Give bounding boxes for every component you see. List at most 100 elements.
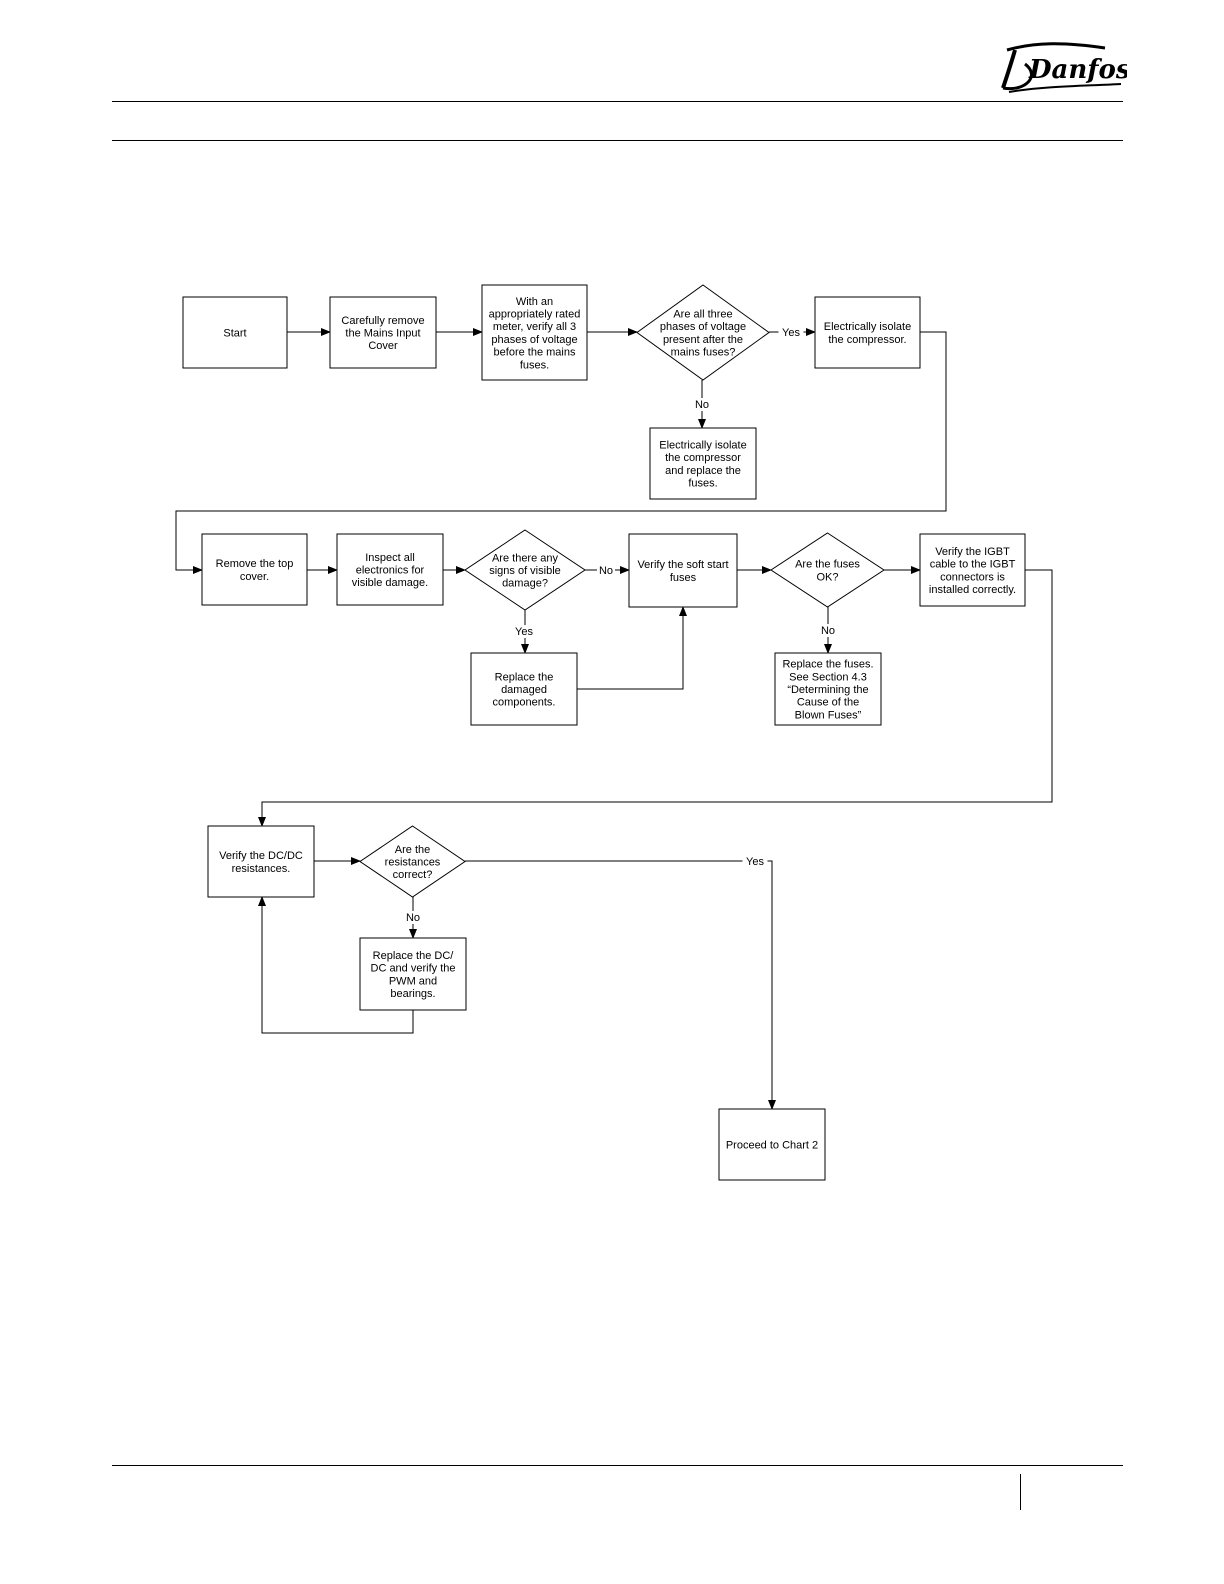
edge-label-yes: Yes bbox=[782, 327, 800, 339]
node-text-line: cover. bbox=[240, 571, 269, 583]
node-text-line: components. bbox=[493, 697, 556, 709]
logo-text: Danfoss bbox=[1028, 55, 1127, 85]
edges-layer bbox=[175, 328, 1053, 1110]
process-box bbox=[919, 533, 1026, 607]
node-text-line: “Determining the bbox=[787, 684, 868, 696]
node-text-line: the compressor. bbox=[828, 334, 906, 346]
decision-shape bbox=[464, 529, 586, 611]
node-text-line: Are there any bbox=[492, 552, 559, 564]
node-text-line: Electrically isolate bbox=[659, 439, 746, 451]
node-text-line: the Mains Input bbox=[345, 328, 420, 340]
edge-label-background bbox=[597, 564, 615, 577]
process-box bbox=[470, 652, 578, 726]
node-text-line: Replace the DC/ bbox=[373, 950, 455, 962]
connector-isolate-1-to-remove-top bbox=[175, 331, 947, 574]
node-text-line: fuses. bbox=[688, 478, 717, 490]
node-text-line: Verify the IGBT bbox=[935, 546, 1010, 558]
process-box bbox=[201, 533, 308, 606]
edge-label-no: No bbox=[406, 912, 420, 924]
node-text-line: correct? bbox=[393, 869, 433, 881]
node-text-line: resistances. bbox=[232, 863, 291, 875]
process-replace-fuses: Replace the fuses.See Section 4.3“Determ… bbox=[774, 652, 882, 726]
node-text-line: Replace the fuses. bbox=[782, 659, 873, 671]
connector-replace-dcdc-to-verify-dcdc bbox=[258, 896, 414, 1034]
node-text-line: Blown Fuses” bbox=[795, 709, 862, 721]
node-text-line: connectors is bbox=[940, 571, 1005, 583]
node-text-line: Start bbox=[223, 328, 246, 340]
node-text-line: signs of visible bbox=[489, 565, 561, 577]
edge-label-background bbox=[819, 624, 837, 637]
edge-label-background bbox=[693, 398, 711, 411]
edge-label-no: No bbox=[821, 625, 835, 637]
node-text-line: Carefully remove bbox=[341, 315, 424, 327]
node-text-line: electronics for bbox=[356, 565, 425, 577]
node-text-line: before the mains bbox=[494, 347, 576, 359]
edge-label-no: No bbox=[695, 399, 709, 411]
decision-shape bbox=[359, 825, 466, 898]
node-text-line: Remove the top bbox=[216, 558, 294, 570]
process-start: Start bbox=[182, 296, 288, 369]
decision-shape bbox=[770, 532, 885, 608]
node-text-line: phases of voltage bbox=[491, 334, 577, 346]
node-text-line: appropriately rated bbox=[489, 308, 581, 320]
connector-q-resist-to-proceed bbox=[465, 860, 776, 1110]
node-text-line: mains fuses? bbox=[671, 347, 736, 359]
edge-label-no: No bbox=[599, 565, 613, 577]
footer-rule bbox=[112, 1465, 1123, 1466]
node-text-line: Are the bbox=[395, 844, 430, 856]
node-text-line: Cover bbox=[368, 340, 398, 352]
node-text-line: present after the bbox=[663, 334, 743, 346]
node-text-line: Are all three bbox=[673, 308, 732, 320]
node-text-line: Proceed to Chart 2 bbox=[726, 1140, 818, 1152]
edge-label-yes: Yes bbox=[746, 856, 764, 868]
process-box bbox=[649, 427, 757, 500]
node-text-line: Cause of the bbox=[797, 697, 859, 709]
process-box bbox=[329, 296, 437, 369]
node-text-line: bearings. bbox=[390, 988, 435, 1000]
connector-replace-damaged-to-verify-soft bbox=[577, 606, 687, 690]
node-text-line: Inspect all bbox=[365, 552, 415, 564]
edge-label-background bbox=[404, 911, 422, 924]
process-box bbox=[718, 1108, 826, 1181]
node-text-line: Verify the soft start bbox=[637, 559, 728, 571]
node-text-line: With an bbox=[516, 296, 553, 308]
edge-label-yes: Yes bbox=[515, 626, 533, 638]
process-box bbox=[814, 296, 921, 369]
node-text-line: damage? bbox=[502, 578, 548, 590]
node-text-line: cable to the IGBT bbox=[930, 559, 1016, 571]
header-rule-top bbox=[112, 101, 1123, 102]
node-text-line: damaged bbox=[501, 684, 547, 696]
node-text-line: fuses bbox=[670, 572, 697, 584]
process-box bbox=[481, 284, 588, 381]
node-text-line: fuses. bbox=[520, 359, 549, 371]
node-text-line: installed correctly. bbox=[929, 584, 1016, 596]
process-box bbox=[336, 533, 444, 606]
node-text-line: and replace the bbox=[665, 465, 741, 477]
process-box bbox=[359, 937, 467, 1011]
process-box bbox=[182, 296, 288, 369]
node-text-line: See Section 4.3 bbox=[789, 671, 867, 683]
node-text-line: OK? bbox=[816, 571, 838, 583]
process-box bbox=[774, 652, 882, 726]
edge-label-background bbox=[742, 855, 768, 868]
node-text-line: PWM and bbox=[389, 975, 437, 987]
node-text-line: Electrically isolate bbox=[824, 321, 911, 333]
node-text-line: resistances bbox=[385, 857, 441, 869]
